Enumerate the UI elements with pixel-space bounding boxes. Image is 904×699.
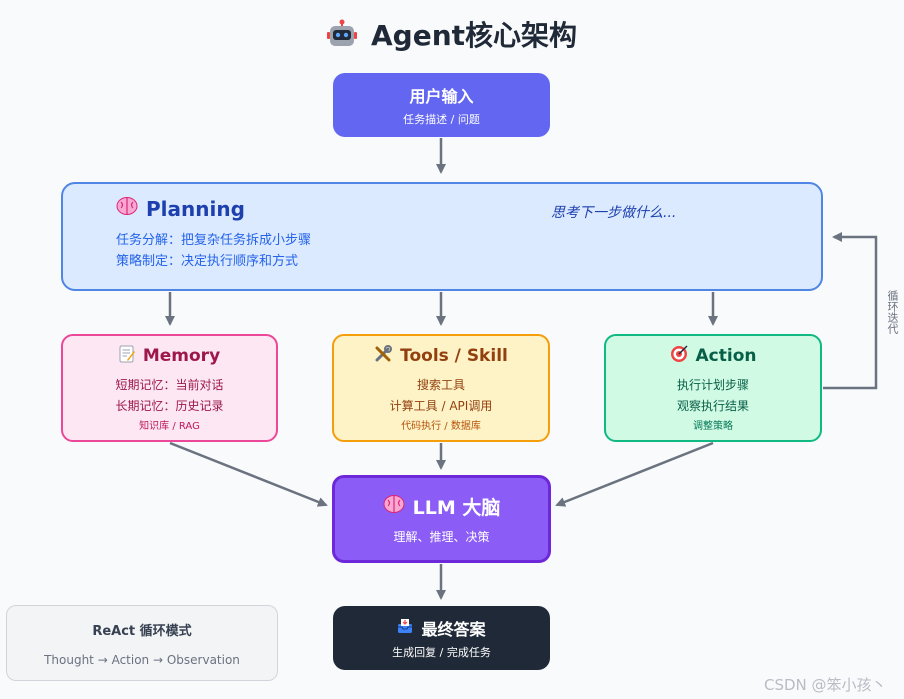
page-title-text: Agent核心架构 [370, 19, 578, 52]
planning-line-1: 任务分解：把复杂任务拆成小步骤 [116, 233, 312, 248]
user-input-subtitle: 任务描述 / 问题 [403, 113, 480, 126]
tools-line-1: 搜索工具 [416, 377, 465, 392]
action-line-1: 执行计划步骤 [676, 377, 749, 392]
brain-icon [383, 494, 405, 519]
memory-note: 知识库 / RAG [139, 420, 200, 432]
memory-line-2: 长期记忆：历史记录 [115, 398, 224, 413]
page-title: Agent核心架构 [0, 14, 904, 54]
tools-line-2: 计算工具 / API调用 [389, 398, 493, 413]
action-title: Action [670, 344, 756, 368]
loop-label: 循环迭代 [886, 290, 899, 334]
memory-title: Memory [119, 345, 220, 368]
tools-note: 代码执行 / 数据库 [401, 420, 481, 432]
llm-subtitle: 理解、推理、决策 [393, 530, 490, 544]
memory-box: Memory 短期记忆：当前对话 长期记忆：历史记录 知识库 / RAG [61, 334, 278, 442]
action-line-2: 观察执行结果 [676, 398, 749, 413]
watermark: CSDN @笨小孩丶 [764, 676, 887, 694]
brain-icon [116, 196, 138, 221]
arrow-loop-back [823, 232, 878, 390]
planning-box [61, 182, 823, 291]
action-box: Action 执行计划步骤 观察执行结果 调整策略 [604, 334, 822, 442]
memo-icon [119, 345, 135, 368]
final-answer-box: 最终答案 生成回复 / 完成任务 [333, 606, 550, 670]
react-mode-box: ReAct 循环模式 Thought → Action → Observatio… [6, 605, 278, 681]
robot-icon [326, 19, 357, 49]
llm-box: LLM 大脑 理解、推理、决策 [332, 475, 551, 563]
tools-box: Tools / Skill 搜索工具 计算工具 / API调用 代码执行 / 数… [332, 334, 550, 442]
tools-icon [374, 344, 393, 368]
user-input-box: 用户输入 任务描述 / 问题 [333, 73, 550, 137]
user-input-title: 用户输入 [409, 87, 474, 106]
planning-title: Planning [116, 196, 245, 221]
tools-title: Tools / Skill [374, 344, 508, 368]
arrow-memory-to-llm [169, 441, 328, 507]
target-icon [670, 344, 688, 368]
planning-line-2: 策略制定：决定执行顺序和方式 [116, 254, 299, 269]
react-flow: Thought → Action → Observation [44, 652, 240, 667]
final-answer-subtitle: 生成回复 / 完成任务 [392, 646, 491, 659]
memory-line-1: 短期记忆：当前对话 [115, 377, 224, 392]
llm-title: LLM 大脑 [383, 493, 500, 520]
inbox-icon [397, 618, 413, 638]
final-answer-title: 最终答案 [397, 616, 486, 640]
arrow-action-to-llm [555, 441, 714, 507]
planning-thinking: 思考下一步做什么... [551, 205, 677, 221]
action-note: 调整策略 [693, 420, 733, 432]
react-title: ReAct 循环模式 [92, 623, 192, 639]
